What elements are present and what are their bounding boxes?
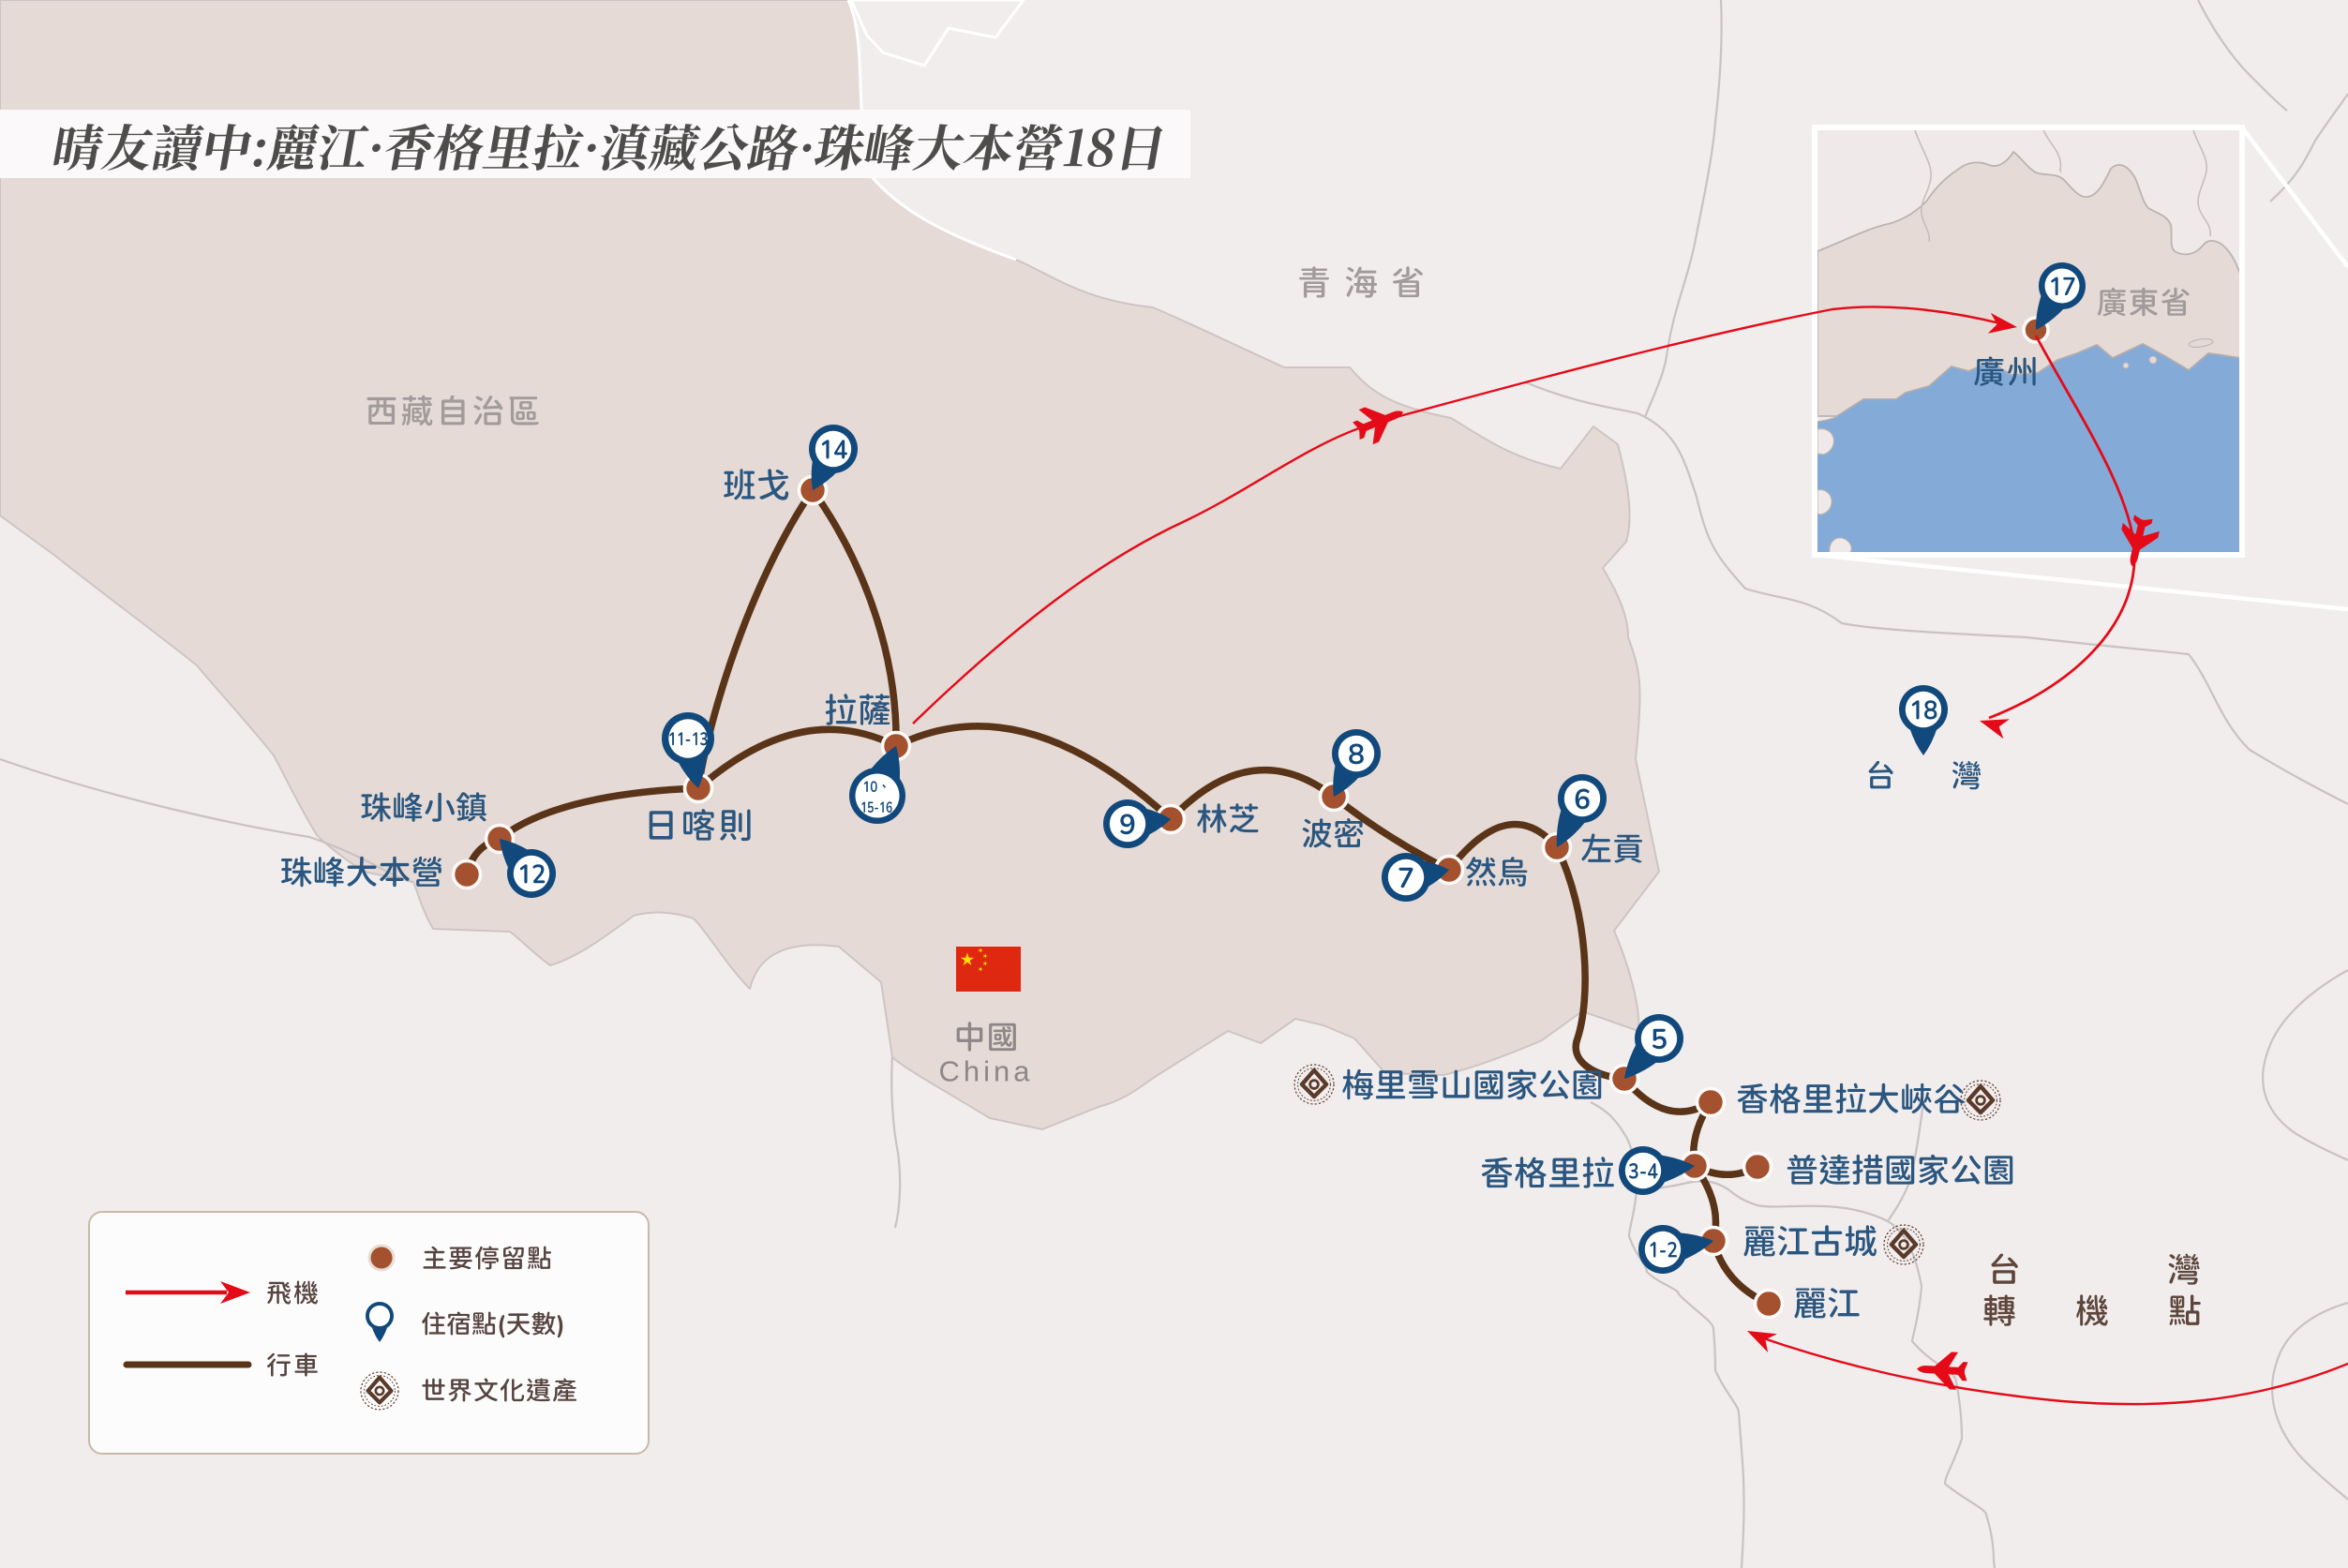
svg-text:China: China bbox=[939, 1055, 1034, 1088]
